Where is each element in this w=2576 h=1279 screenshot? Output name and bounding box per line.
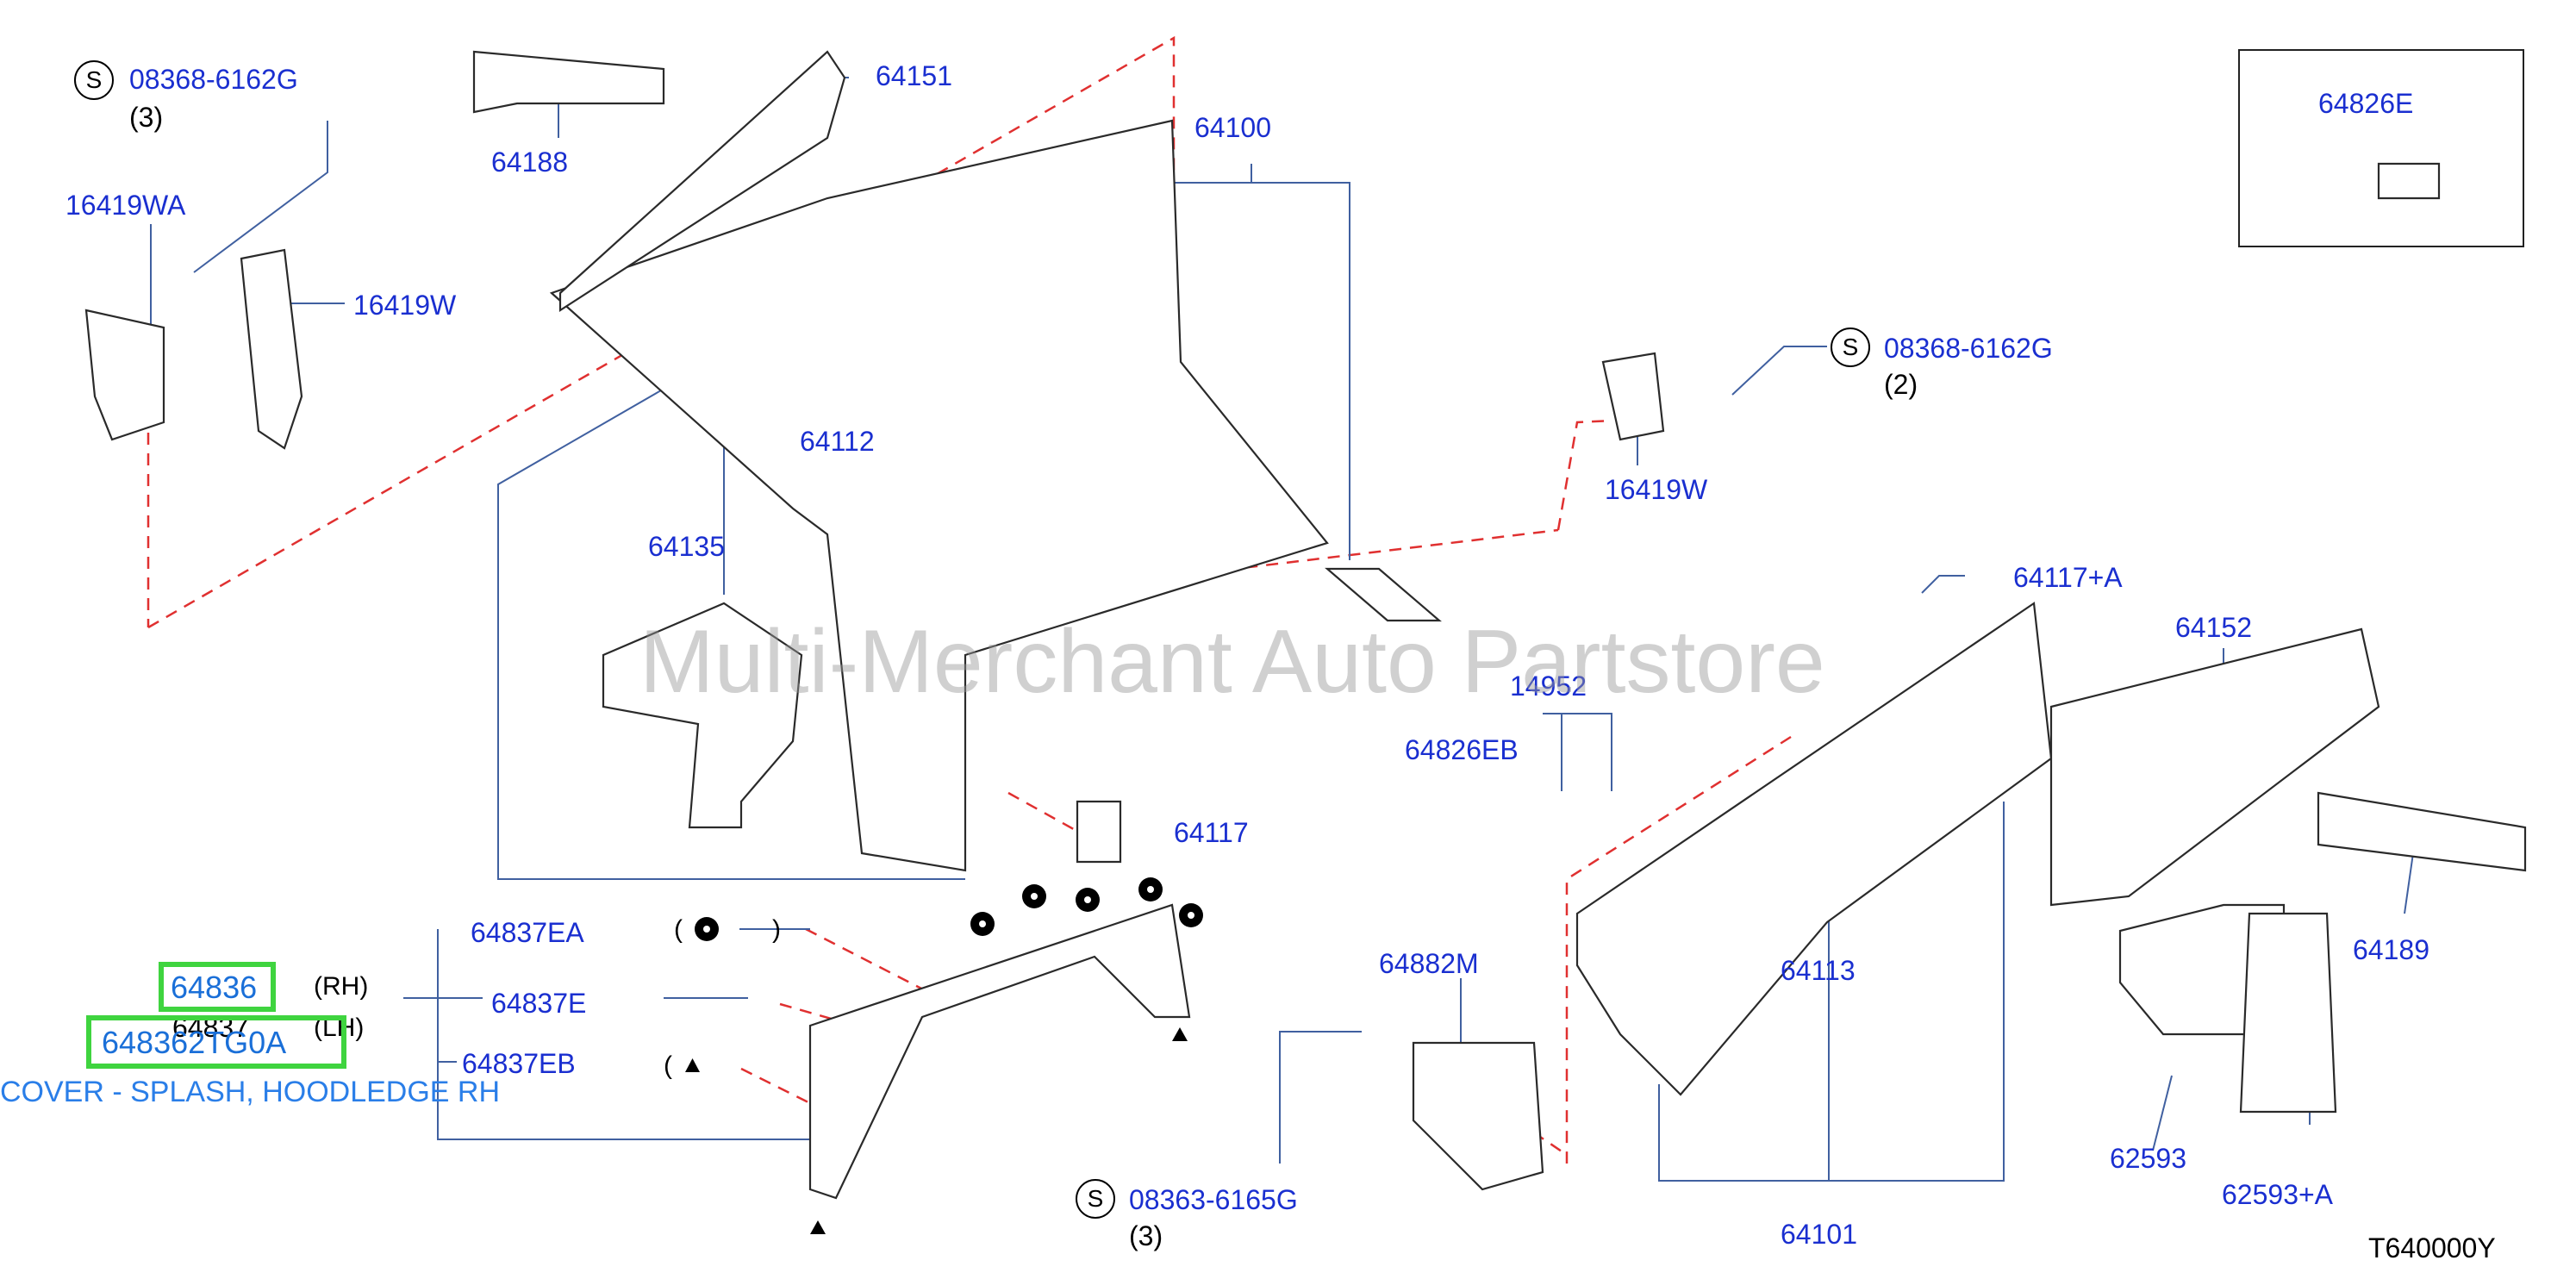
label-16419W-right[interactable]: 16419W [1605, 474, 1708, 505]
qty-08363-6165G: (3) [1129, 1220, 1163, 1251]
qty-08368-6162G-right: (2) [1884, 369, 1918, 400]
label-64189[interactable]: 64189 [2353, 934, 2429, 965]
label-64112[interactable]: 64112 [800, 426, 875, 457]
watermark: Multi-Merchant Auto Partstore [639, 612, 1825, 712]
s-mark-top: S [74, 60, 114, 100]
part-64151 [558, 50, 846, 313]
label-08363-6165G[interactable]: 08363-6165G [1129, 1184, 1298, 1215]
label-16419W-left[interactable]: 16419W [353, 290, 457, 321]
part-16419w-right [1601, 352, 1665, 441]
dash-panel-64100 [549, 119, 1329, 872]
label-64826EB[interactable]: 64826EB [1405, 734, 1519, 765]
label-64101[interactable]: 64101 [1781, 1219, 1857, 1250]
part-62593a [2239, 912, 2337, 1114]
part-64135 [602, 602, 803, 829]
label-64837E[interactable]: 64837E [491, 988, 587, 1019]
part-64117 [1076, 800, 1122, 864]
label-rh: (RH) [314, 972, 369, 1001]
label-64113[interactable]: 64113 [1781, 955, 1856, 986]
diagram-code: T640000Y [2368, 1232, 2496, 1263]
paren-open-2: ( [664, 1051, 672, 1080]
marker-dots [703, 886, 1194, 933]
label-62593[interactable]: 62593 [2110, 1143, 2186, 1174]
paren-open-1: ( [674, 915, 683, 944]
clip-64826e [2377, 162, 2441, 200]
part-64117-small [1325, 567, 1442, 622]
part-16419wa [84, 309, 165, 441]
label-64151[interactable]: 64151 [876, 60, 952, 91]
s-mark-right: S [1831, 328, 1870, 367]
selected-part-label[interactable]: 64836 [171, 970, 258, 1005]
part-16419w-left [240, 248, 303, 450]
part-64188 [472, 50, 665, 114]
selected-part-number-highlight[interactable] [86, 1015, 346, 1069]
part-64189 [2317, 791, 2527, 872]
selected-part-number[interactable]: 648362TG0A [102, 1025, 287, 1060]
selected-part-description: COVER - SPLASH, HOODLEDGE RH [0, 1076, 501, 1108]
label-64882M[interactable]: 64882M [1379, 948, 1479, 979]
label-16419WA[interactable]: 16419WA [65, 190, 186, 221]
label-08368-6162G-top[interactable]: 08368-6162G [129, 64, 298, 95]
member-64113 [1575, 602, 2053, 1096]
label-64826E[interactable]: 64826E [2318, 88, 2414, 119]
member-64152 [2049, 627, 2380, 907]
label-64117A[interactable]: 64117+A [2013, 562, 2123, 593]
label-64837EA[interactable]: 64837EA [471, 917, 584, 948]
part-64882m [1412, 1041, 1544, 1191]
label-14952[interactable]: 14952 [1510, 671, 1587, 702]
label-64152[interactable]: 64152 [2175, 612, 2252, 643]
label-62593A[interactable]: 62593+A [2222, 1179, 2334, 1210]
label-64100[interactable]: 64100 [1194, 112, 1271, 143]
label-64135[interactable]: 64135 [648, 531, 725, 562]
selected-part-highlight[interactable] [159, 962, 276, 1012]
inset-box-64826e [2238, 49, 2524, 247]
label-08368-6162G-right[interactable]: 08368-6162G [1884, 333, 2053, 364]
qty-08368-6162G-top: (3) [129, 102, 164, 133]
part-62593 [2118, 903, 2286, 1036]
paren-close-1: ) [772, 915, 781, 944]
splash-cover-64836 [808, 903, 1191, 1200]
label-64837EB[interactable]: 64837EB [462, 1048, 576, 1079]
label-64188[interactable]: 64188 [491, 147, 568, 178]
part-shapes [84, 50, 2527, 1200]
label-64117[interactable]: 64117 [1174, 817, 1249, 848]
s-mark-bottom: S [1076, 1179, 1115, 1219]
